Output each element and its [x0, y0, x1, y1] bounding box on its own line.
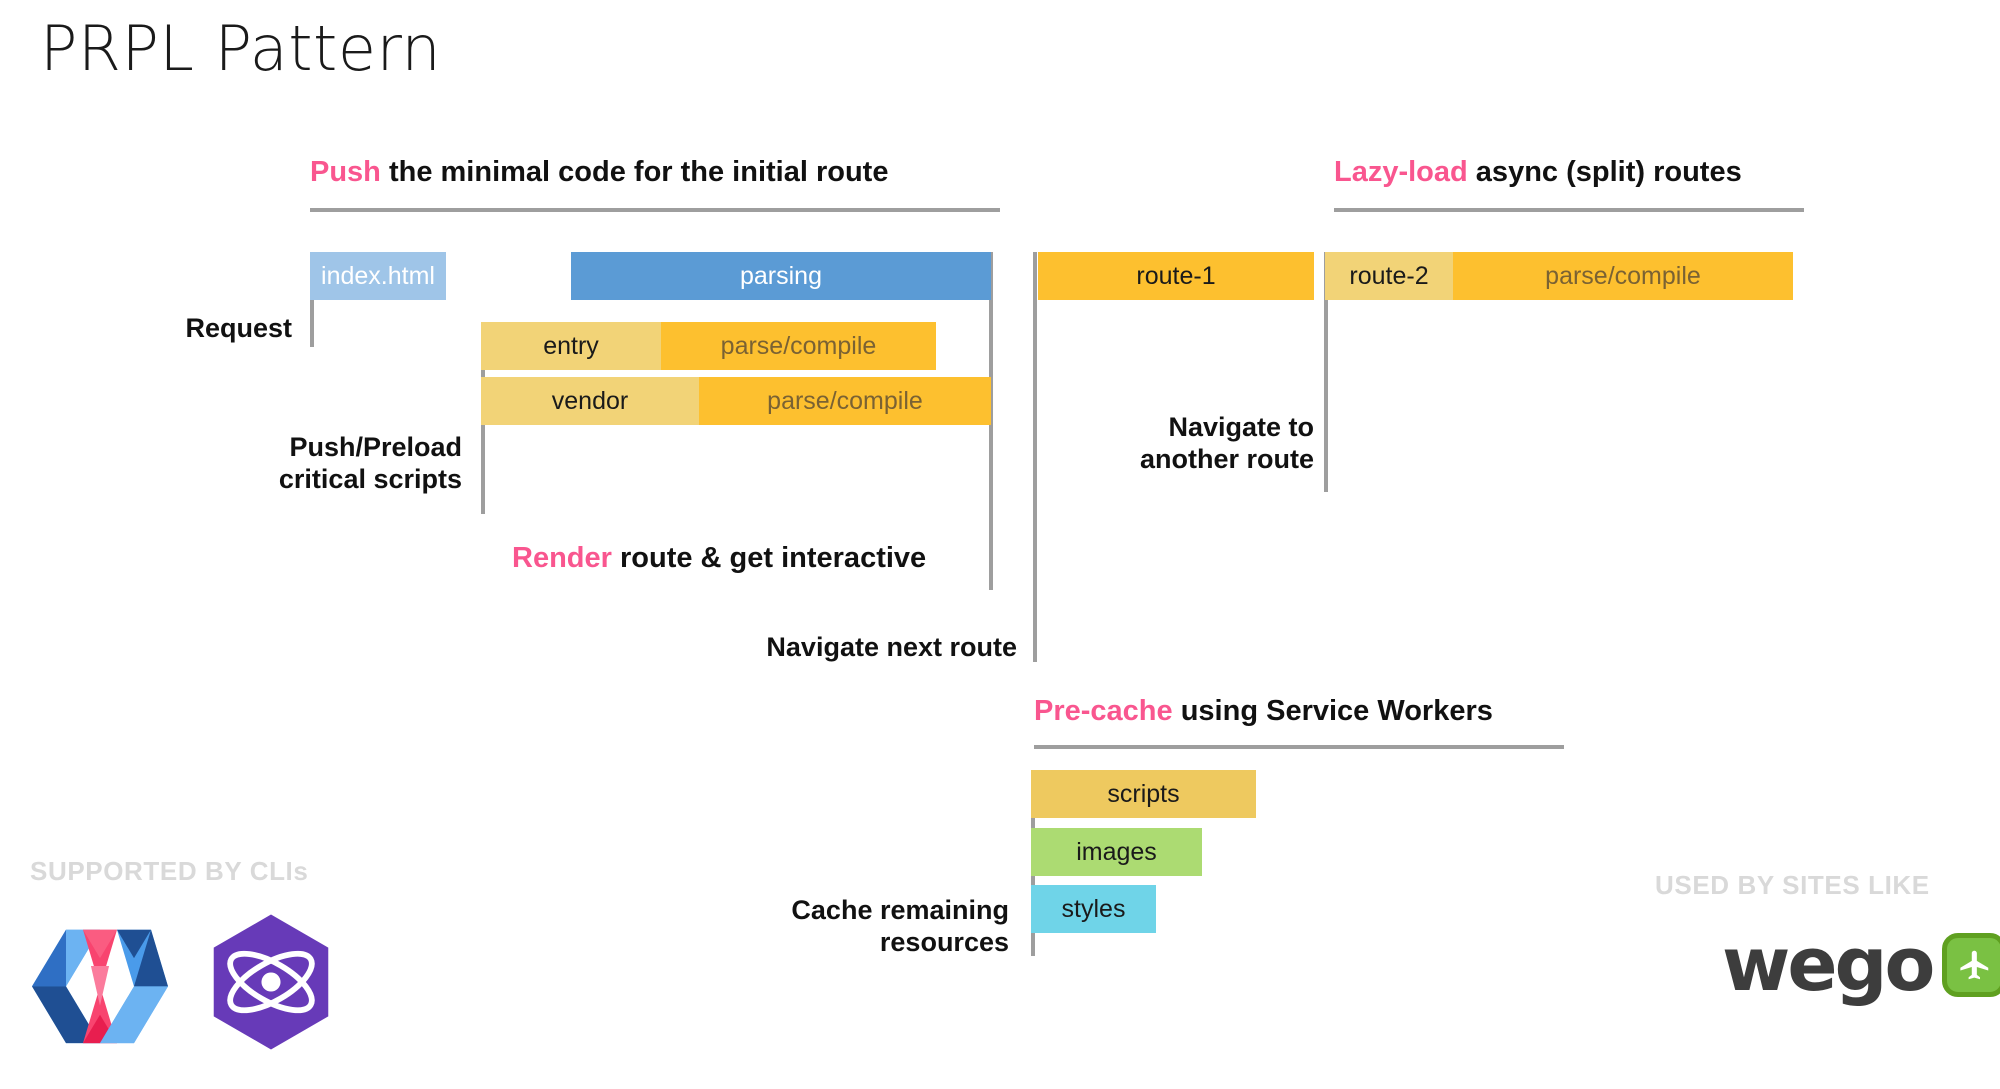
caption-used-by-sites-like: USED BY SITES LIKE — [1655, 870, 1930, 900]
label-push-preload-line1: Push/Preload — [289, 432, 462, 462]
label-navigate-another-line2: another route — [1139, 443, 1314, 474]
page-title: PRPL Pattern — [40, 12, 442, 85]
caption-supported-by-clis: SUPPORTED BY CLIs — [30, 856, 309, 886]
airplane-icon — [1960, 951, 1989, 980]
lazy-heading-rest: async (split) routes — [1467, 156, 1742, 188]
bar-route-1-label: route-1 — [1136, 261, 1216, 290]
bar-index-html-label: index.html — [321, 261, 435, 290]
wego-badge — [1942, 933, 2000, 998]
wego-wordmark: wego — [1722, 922, 1935, 1008]
push-section-heading: Push the minimal code for the initial ro… — [310, 158, 888, 187]
bar-index-html[interactable]: index.html — [310, 252, 446, 300]
lazy-heading-rule — [1334, 208, 1804, 212]
bar-vendor-parse-label: parse/compile — [767, 386, 923, 415]
bar-vendor-segment[interactable]: vendor — [481, 377, 699, 425]
precache-heading-accent: Pre-cache — [1034, 695, 1173, 727]
bar-vendor-parse-segment[interactable]: parse/compile — [699, 377, 991, 425]
bar-route-2-row[interactable]: route-2 parse/compile — [1325, 252, 1793, 300]
bar-styles-label: styles — [1061, 894, 1126, 923]
render-section-heading: Render route & get interactive — [512, 544, 926, 573]
navigate-next-guide-line — [1033, 252, 1037, 662]
wego-logo: wego — [1722, 922, 2000, 1008]
lazy-heading-accent: Lazy-load — [1334, 156, 1468, 188]
push-heading-rule — [310, 208, 1000, 212]
render-guide-line — [989, 252, 993, 590]
label-cache-remaining-line1: Cache remaining — [791, 895, 1009, 925]
preact-logo — [200, 912, 342, 1052]
bar-vendor-row[interactable]: vendor parse/compile — [481, 377, 991, 425]
bar-entry-parse-segment[interactable]: parse/compile — [661, 322, 936, 370]
render-heading-rest: route & get interactive — [611, 542, 927, 574]
bar-route-2-parse-label: parse/compile — [1545, 261, 1701, 290]
bar-parsing-label: parsing — [740, 261, 822, 290]
push-heading-rest: the minimal code for the initial route — [380, 156, 889, 188]
preact-logo-icon — [213, 914, 329, 1050]
label-push-preload-line2: critical scripts — [278, 463, 462, 494]
navigate-another-guide-line — [1324, 252, 1328, 492]
label-cache-remaining-line2: resources — [879, 926, 1009, 957]
bar-images-label: images — [1076, 837, 1157, 866]
bar-route-2-segment[interactable]: route-2 — [1325, 252, 1453, 300]
label-navigate-another-line1: Navigate to — [1168, 412, 1314, 442]
label-navigate-another-route: Navigate to another route — [950, 412, 1314, 476]
bar-scripts-label: scripts — [1107, 779, 1180, 808]
bar-entry-label: entry — [543, 331, 599, 360]
label-navigate-next-route: Navigate next route — [766, 632, 1017, 662]
label-request: Request — [185, 313, 292, 343]
bar-entry-row[interactable]: entry parse/compile — [481, 322, 936, 370]
render-heading-accent: Render — [512, 542, 612, 574]
bar-parsing[interactable]: parsing — [571, 252, 991, 300]
bar-vendor-label: vendor — [551, 386, 629, 415]
bar-route-1[interactable]: route-1 — [1038, 252, 1314, 300]
polymer-logo-icon — [32, 929, 168, 1044]
bar-images[interactable]: images — [1031, 828, 1202, 876]
bar-route-2-parse-segment[interactable]: parse/compile — [1453, 252, 1793, 300]
lazy-section-heading: Lazy-load async (split) routes — [1334, 158, 1742, 187]
bar-scripts[interactable]: scripts — [1031, 770, 1256, 818]
precache-heading-rule — [1034, 745, 1564, 749]
bar-styles[interactable]: styles — [1031, 885, 1156, 933]
bar-entry-segment[interactable]: entry — [481, 322, 661, 370]
bar-entry-parse-label: parse/compile — [720, 331, 877, 360]
label-cache-remaining: Cache remaining resources — [600, 895, 1009, 959]
push-heading-accent: Push — [310, 156, 381, 188]
polymer-logo — [32, 920, 168, 1046]
bar-route-2-label: route-2 — [1349, 261, 1429, 290]
precache-heading-rest: using Service Workers — [1172, 695, 1493, 727]
precache-section-heading: Pre-cache using Service Workers — [1034, 697, 1493, 726]
label-push-preload: Push/Preload critical scripts — [0, 432, 462, 496]
